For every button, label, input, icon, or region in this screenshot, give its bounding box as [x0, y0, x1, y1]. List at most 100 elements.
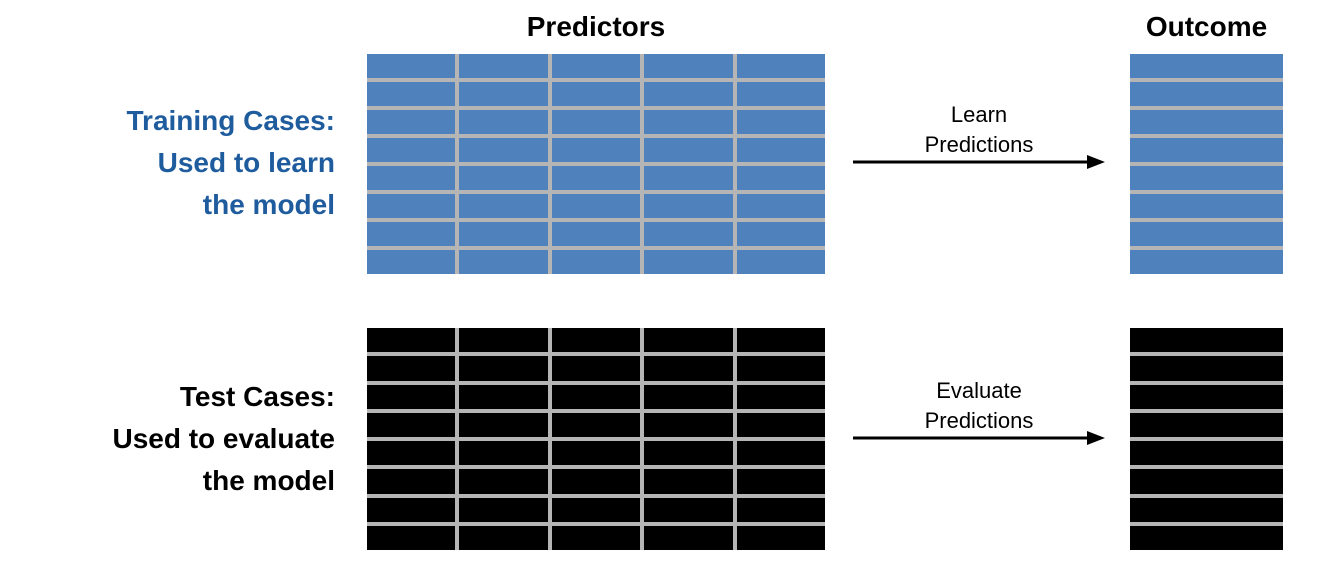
grid-cell — [551, 54, 641, 78]
training-outcome-grid — [1130, 54, 1283, 274]
grid-cell — [367, 497, 456, 522]
grid-cell — [459, 469, 548, 494]
test-outcome-grid — [1130, 328, 1283, 550]
evaluate-label-line-1: Evaluate — [936, 378, 1022, 403]
learn-arrow-icon — [853, 154, 1105, 170]
grid-cell — [367, 469, 456, 494]
grid-cell — [551, 194, 641, 218]
grid-cell — [551, 222, 641, 246]
grid-cell — [1130, 222, 1283, 246]
grid-cell — [644, 194, 733, 218]
grid-cell — [459, 138, 548, 162]
grid-cell — [551, 384, 641, 409]
grid-cell — [1130, 412, 1283, 437]
grid-cell — [1130, 138, 1283, 162]
grid-cell — [1130, 384, 1283, 409]
grid-cell — [644, 328, 733, 353]
grid-cell — [1130, 166, 1283, 190]
evaluate-label-line-2: Predictions — [924, 408, 1034, 433]
grid-cell — [644, 525, 733, 550]
grid-cell — [1130, 469, 1283, 494]
grid-cell — [1130, 194, 1283, 218]
learn-predictions-label: Learn Predictions — [853, 100, 1105, 160]
learn-label-line-1: Learn — [950, 102, 1008, 127]
grid-cell — [459, 82, 548, 106]
grid-cell — [736, 166, 825, 190]
training-predictors-grid — [367, 54, 825, 274]
grid-cell — [367, 82, 456, 106]
grid-cell — [736, 497, 825, 522]
grid-cell — [459, 497, 548, 522]
test-label-line-1: Test Cases: — [179, 381, 335, 412]
training-label-line-2: Used to learn — [157, 147, 335, 178]
test-predictors-grid — [367, 328, 825, 550]
grid-cell — [644, 54, 733, 78]
predictors-title: Predictors — [526, 11, 666, 42]
grid-cell — [736, 82, 825, 106]
grid-cell — [1130, 54, 1283, 78]
grid-cell — [551, 166, 641, 190]
grid-cell — [736, 194, 825, 218]
grid-cell — [367, 110, 456, 134]
grid-cell — [736, 356, 825, 381]
test-cases-label: Test Cases: Used to evaluate the model — [0, 376, 335, 502]
grid-cell — [736, 525, 825, 550]
training-label-line-1: Training Cases: — [126, 105, 335, 136]
grid-cell — [644, 384, 733, 409]
grid-cell — [736, 384, 825, 409]
grid-cell — [459, 441, 548, 466]
learn-label-line-2: Predictions — [924, 132, 1034, 157]
grid-cell — [644, 82, 733, 106]
grid-cell — [644, 469, 733, 494]
grid-cell — [367, 138, 456, 162]
grid-cell — [551, 412, 641, 437]
grid-cell — [459, 328, 548, 353]
grid-cell — [367, 54, 456, 78]
test-label-line-3: the model — [202, 465, 335, 496]
training-label-line-3: the model — [202, 189, 335, 220]
grid-cell — [459, 166, 548, 190]
grid-cell — [551, 82, 641, 106]
grid-cell — [459, 525, 548, 550]
training-cases-label: Training Cases: Used to learn the model — [0, 100, 335, 226]
grid-cell — [644, 166, 733, 190]
grid-cell — [367, 525, 456, 550]
grid-cell — [736, 222, 825, 246]
grid-cell — [736, 250, 825, 274]
evaluate-predictions-label: Evaluate Predictions — [853, 376, 1105, 436]
grid-cell — [1130, 82, 1283, 106]
grid-cell — [459, 384, 548, 409]
grid-cell — [551, 525, 641, 550]
grid-cell — [551, 138, 641, 162]
grid-cell — [459, 110, 548, 134]
grid-cell — [459, 356, 548, 381]
grid-cell — [644, 441, 733, 466]
grid-cell — [551, 441, 641, 466]
grid-cell — [367, 441, 456, 466]
grid-cell — [367, 166, 456, 190]
grid-cell — [736, 138, 825, 162]
grid-cell — [551, 328, 641, 353]
outcome-title: Outcome — [1145, 11, 1268, 42]
grid-cell — [1130, 110, 1283, 134]
grid-cell — [1130, 328, 1283, 353]
grid-cell — [736, 110, 825, 134]
grid-cell — [551, 469, 641, 494]
grid-cell — [644, 138, 733, 162]
grid-cell — [367, 222, 456, 246]
grid-cell — [644, 356, 733, 381]
grid-cell — [736, 328, 825, 353]
grid-cell — [367, 328, 456, 353]
grid-cell — [459, 194, 548, 218]
grid-cell — [1130, 250, 1283, 274]
grid-cell — [1130, 441, 1283, 466]
test-label-line-2: Used to evaluate — [112, 423, 335, 454]
grid-cell — [459, 54, 548, 78]
grid-cell — [644, 412, 733, 437]
grid-cell — [367, 250, 456, 274]
grid-cell — [367, 412, 456, 437]
grid-cell — [736, 441, 825, 466]
grid-cell — [551, 356, 641, 381]
grid-cell — [644, 110, 733, 134]
